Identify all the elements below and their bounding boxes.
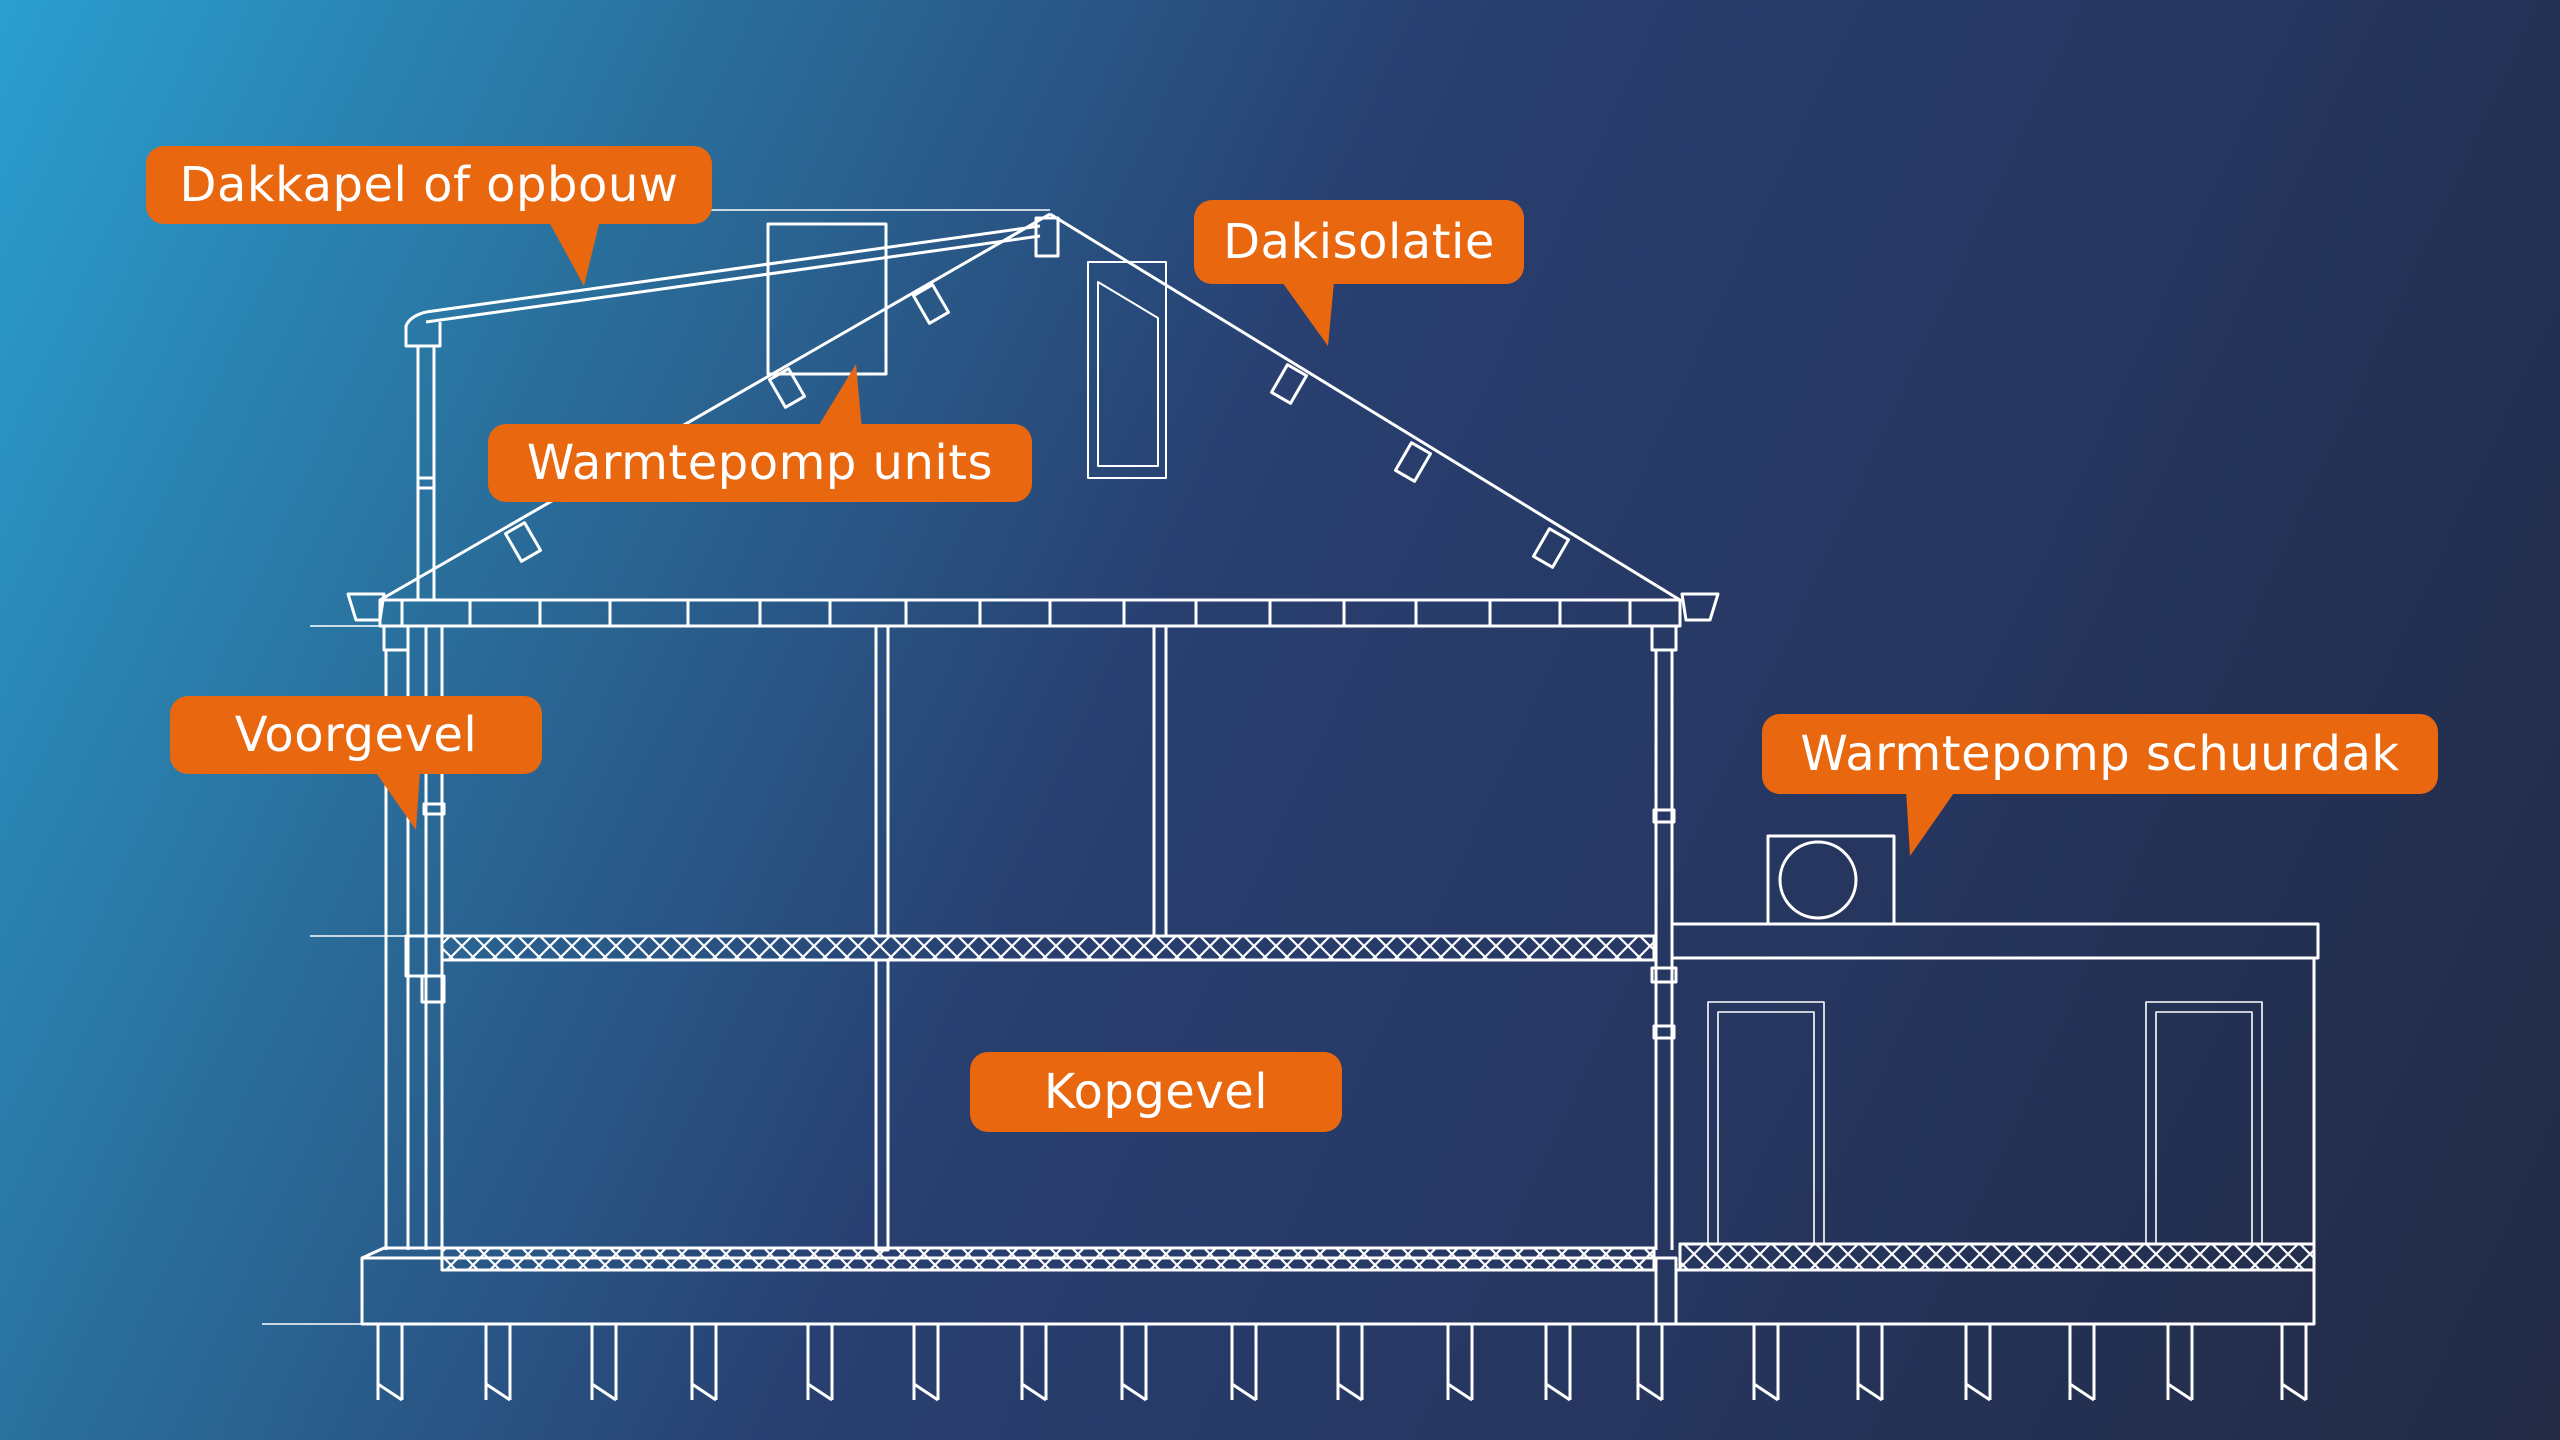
pointer-dakkapel (548, 220, 600, 286)
attic-floor (310, 592, 1720, 628)
pointer-voorgevel (374, 770, 420, 830)
first-floor (440, 934, 1656, 962)
foundation-piles (376, 1324, 2308, 1402)
heat-pump-unit (1766, 834, 1896, 926)
label-warmtepomp-units: Warmtepomp units (488, 424, 1032, 502)
roof (379, 212, 1681, 602)
ground-floor (262, 1242, 2316, 1326)
label-warmtepomp-schuurdak: Warmtepomp schuurdak (1762, 714, 2438, 794)
schuur-shed (1670, 922, 2320, 1245)
label-voorgevel: Voorgevel (170, 696, 542, 774)
callout-pointers (374, 220, 1956, 856)
label-kopgevel: Kopgevel (970, 1052, 1342, 1132)
pointer-dakisolatie (1282, 282, 1334, 346)
pointer-warmtepomp-schuurdak (1906, 790, 1956, 856)
label-dakkapel-of-opbouw: Dakkapel of opbouw (146, 146, 712, 224)
pointer-warmtepomp-units (816, 364, 862, 430)
dakkapel-dormer (404, 209, 1050, 600)
label-dakisolatie: Dakisolatie (1194, 200, 1524, 284)
